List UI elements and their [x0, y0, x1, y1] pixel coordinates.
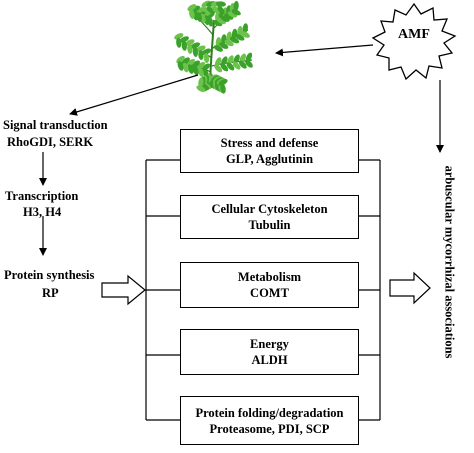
- signal-transduction-genes: RhoGDI, SERK: [7, 135, 93, 150]
- category-box-metabolism: Metabolism COMT: [180, 262, 359, 308]
- category-title: Cellular Cytoskeleton: [211, 201, 327, 217]
- category-genes: Proteasome, PDI, SCP: [210, 421, 330, 437]
- category-box-stress-defense: Stress and defense GLP, Agglutinin: [180, 129, 359, 173]
- block-arrow-to-categories: [102, 276, 145, 304]
- category-title: Protein folding/degradation: [195, 405, 343, 421]
- signal-transduction-title: Signal transduction: [3, 118, 108, 133]
- category-genes: GLP, Agglutinin: [226, 151, 313, 167]
- category-genes: COMT: [250, 285, 289, 301]
- category-genes: Tubulin: [249, 217, 291, 233]
- arrow-amf-to-plant: [276, 45, 373, 53]
- block-arrow-to-associations: [390, 273, 430, 303]
- transcription-title: Transcription: [5, 189, 78, 204]
- category-box-energy: Energy ALDH: [180, 329, 359, 375]
- category-box-protein-folding: Protein folding/degradation Proteasome, …: [180, 396, 359, 445]
- right-bracket: [359, 160, 380, 420]
- amf-label: AMF: [375, 27, 453, 43]
- associations-label: arbuscular mycorrhizal associations: [442, 166, 457, 359]
- category-box-cytoskeleton: Cellular Cytoskeleton Tubulin: [180, 195, 359, 239]
- left-bracket: [146, 160, 180, 420]
- category-title: Metabolism: [238, 269, 301, 285]
- category-title: Energy: [250, 336, 289, 352]
- protein-synthesis-title: Protein synthesis: [4, 268, 94, 283]
- category-genes: ALDH: [251, 352, 287, 368]
- transcription-genes: H3, H4: [23, 205, 61, 220]
- arrow-plant-to-signal: [70, 75, 198, 114]
- category-title: Stress and defense: [221, 135, 319, 151]
- protein-synthesis-genes: RP: [42, 286, 59, 301]
- plant-illustration: [173, 0, 254, 94]
